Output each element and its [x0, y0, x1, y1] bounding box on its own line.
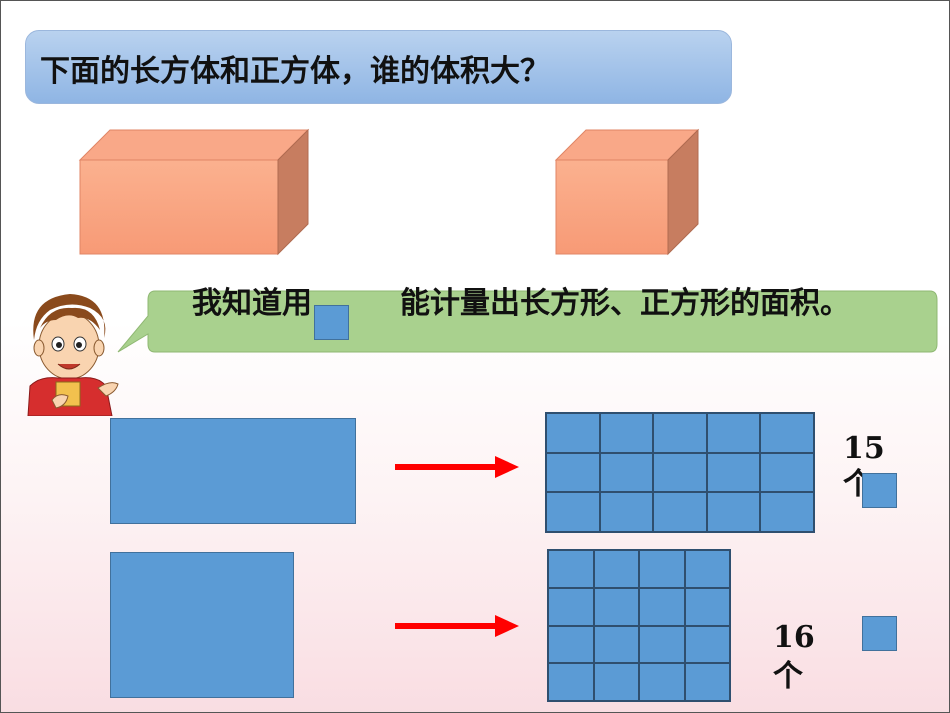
result-unit-2: 个 — [773, 659, 803, 694]
square-shape — [110, 552, 294, 698]
speech-text: 我知道用 能计量出长方形、正方形的面积。 — [192, 285, 897, 323]
rectangle-unit-grid — [545, 412, 815, 533]
unit-square-icon — [862, 473, 897, 508]
question-banner — [25, 30, 732, 104]
boy-character-icon — [27, 294, 119, 416]
unit-square-icon — [314, 305, 349, 340]
arrow-right-icon — [395, 456, 519, 478]
cube-icon — [554, 128, 700, 256]
result-count-1: 15 — [843, 431, 885, 466]
arrow-right-icon — [395, 615, 519, 637]
speech-part2: 能计量出长方形、正方形的面积。 — [400, 286, 850, 321]
speech-part1: 我知道用 — [192, 286, 312, 321]
rectangle-shape — [110, 418, 356, 524]
square-unit-grid — [547, 549, 731, 702]
question-text: 下面的长方体和正方体，谁的体积大？ — [40, 54, 550, 89]
result-count-2: 16 — [773, 620, 815, 655]
unit-square-icon — [862, 616, 897, 651]
cuboid-icon — [78, 128, 310, 256]
